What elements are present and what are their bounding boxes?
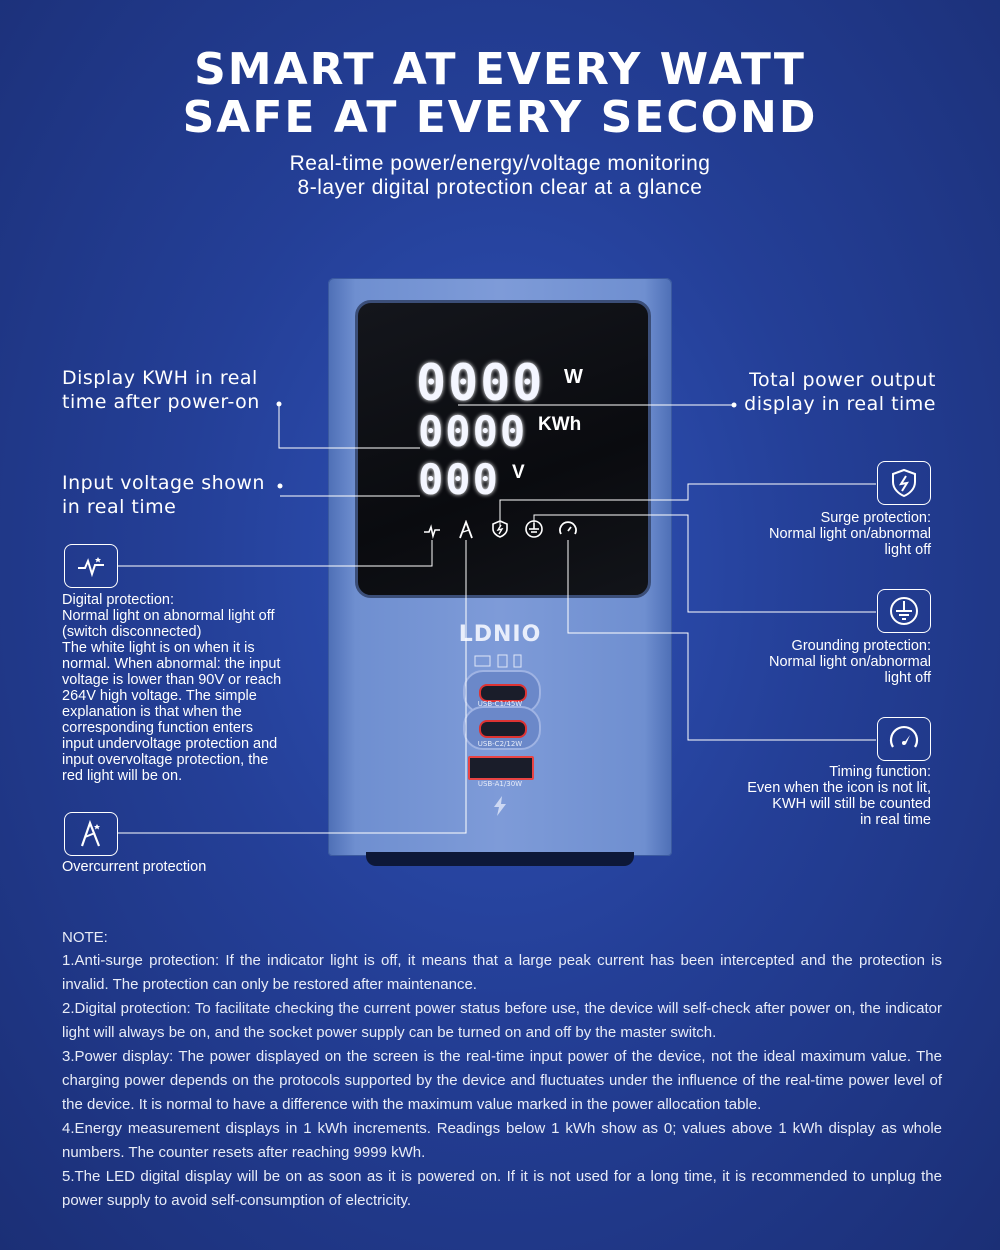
ground-icon	[890, 597, 918, 625]
digital-protection-line: input overvoltage protection, the	[62, 752, 269, 768]
timing-callout-line-1: Timing function:	[829, 764, 931, 780]
grounding-protection-badge	[877, 589, 931, 633]
lightning-bolt-icon	[490, 795, 510, 817]
total-power-callout-line-2: display in real time	[744, 393, 936, 415]
digital-protection-line: explanation is that when the	[62, 704, 242, 720]
surge-shield-icon	[490, 519, 510, 539]
digital-protection-line: The white light is on when it is	[62, 640, 255, 656]
voltage-callout-line-2: in real time	[62, 496, 177, 518]
overcurrent-badge	[64, 812, 118, 856]
ground-icon	[524, 519, 544, 539]
digital-protection-badge	[64, 544, 118, 588]
digital-wave-icon	[78, 557, 104, 578]
timer-icon	[558, 519, 578, 539]
usb-c2-port[interactable]	[463, 706, 541, 750]
voltage-unit: V	[512, 462, 525, 483]
device-type-icons	[474, 654, 526, 668]
overcurrent-icon	[456, 519, 476, 540]
surge-shield-icon	[892, 468, 916, 498]
timing-callout-line-3: KWH will still be counted	[772, 796, 931, 812]
digital-protection-line: voltage is lower than 90V or reach	[62, 672, 282, 688]
overcurrent-icon	[80, 819, 101, 847]
digital-protection-line: (switch disconnected)	[62, 624, 202, 640]
note-heading: NOTE:	[62, 929, 108, 946]
energy-unit: KWh	[538, 414, 582, 435]
note-item-3: 3.Power display: The power displayed on …	[62, 1048, 942, 1113]
total-power-callout-line-1: Total power output	[749, 369, 936, 391]
device-base	[366, 852, 634, 866]
voltage-readout: 000	[418, 455, 500, 504]
note-item-2: 2.Digital protection: To facilitate chec…	[62, 1000, 942, 1041]
energy-readout: 0000	[418, 407, 528, 456]
digital-protection-line: Normal light on abnormal light off	[62, 608, 275, 624]
timing-function-badge	[877, 717, 931, 761]
headline-line-2: SAFE AT EVERY SECOND	[182, 92, 818, 143]
voltage-callout-line-1: Input voltage shown	[62, 472, 265, 494]
headline-line-1: SMART AT EVERY WATT	[194, 44, 806, 95]
timing-callout-line-2: Even when the icon is not lit,	[747, 780, 931, 796]
usb-a1-port[interactable]	[468, 756, 534, 780]
surge-callout-line-3: light off	[884, 542, 932, 558]
grounding-callout-line-1: Grounding protection:	[791, 638, 931, 654]
digital-wave-icon	[422, 521, 442, 541]
note-item-5: 5.The LED digital display will be on as …	[62, 1168, 942, 1209]
grounding-callout-line-3: light off	[884, 670, 932, 686]
subtitle-line-2: 8-layer digital protection clear at a gl…	[297, 176, 703, 199]
kwh-callout-line-2: time after power-on	[62, 391, 260, 413]
note-item-1: 1.Anti-surge protection: If the indicato…	[62, 952, 942, 993]
power-unit: W	[564, 366, 583, 388]
digital-protection-text: Digital protection:Normal light on abnor…	[62, 592, 322, 784]
digital-protection-line: 264V high voltage. The simple	[62, 688, 257, 704]
surge-callout-line-2: Normal light on/abnormal	[769, 526, 931, 542]
digital-protection-line: Digital protection:	[62, 592, 175, 608]
brand-logo: LDNIO	[458, 622, 542, 647]
subtitle-line-1: Real-time power/energy/voltage monitorin…	[289, 152, 711, 175]
usb-a1-label: USB-A1/30W	[477, 780, 523, 788]
power-readout: 0000	[416, 354, 545, 412]
usb-c2-label: USB-C2/12W	[477, 740, 523, 748]
surge-protection-badge	[877, 461, 931, 505]
note-item-4: 4.Energy measurement displays in 1 kWh i…	[62, 1120, 942, 1161]
surge-callout-line-1: Surge protection:	[820, 510, 931, 526]
digital-protection-line: input undervoltage protection and	[62, 736, 278, 752]
timer-icon	[889, 726, 919, 748]
usb-c1-label: USB-C1/45W	[477, 700, 523, 708]
digital-protection-line: red light will be on.	[62, 768, 183, 784]
timing-callout-line-4: in real time	[860, 812, 931, 828]
digital-protection-line: corresponding function enters	[62, 720, 254, 736]
overcurrent-label: Overcurrent protection	[62, 859, 207, 875]
grounding-callout-line-2: Normal light on/abnormal	[769, 654, 931, 670]
digital-protection-line: normal. When abnormal: the input	[62, 656, 281, 672]
kwh-callout-line-1: Display KWH in real	[62, 367, 258, 389]
